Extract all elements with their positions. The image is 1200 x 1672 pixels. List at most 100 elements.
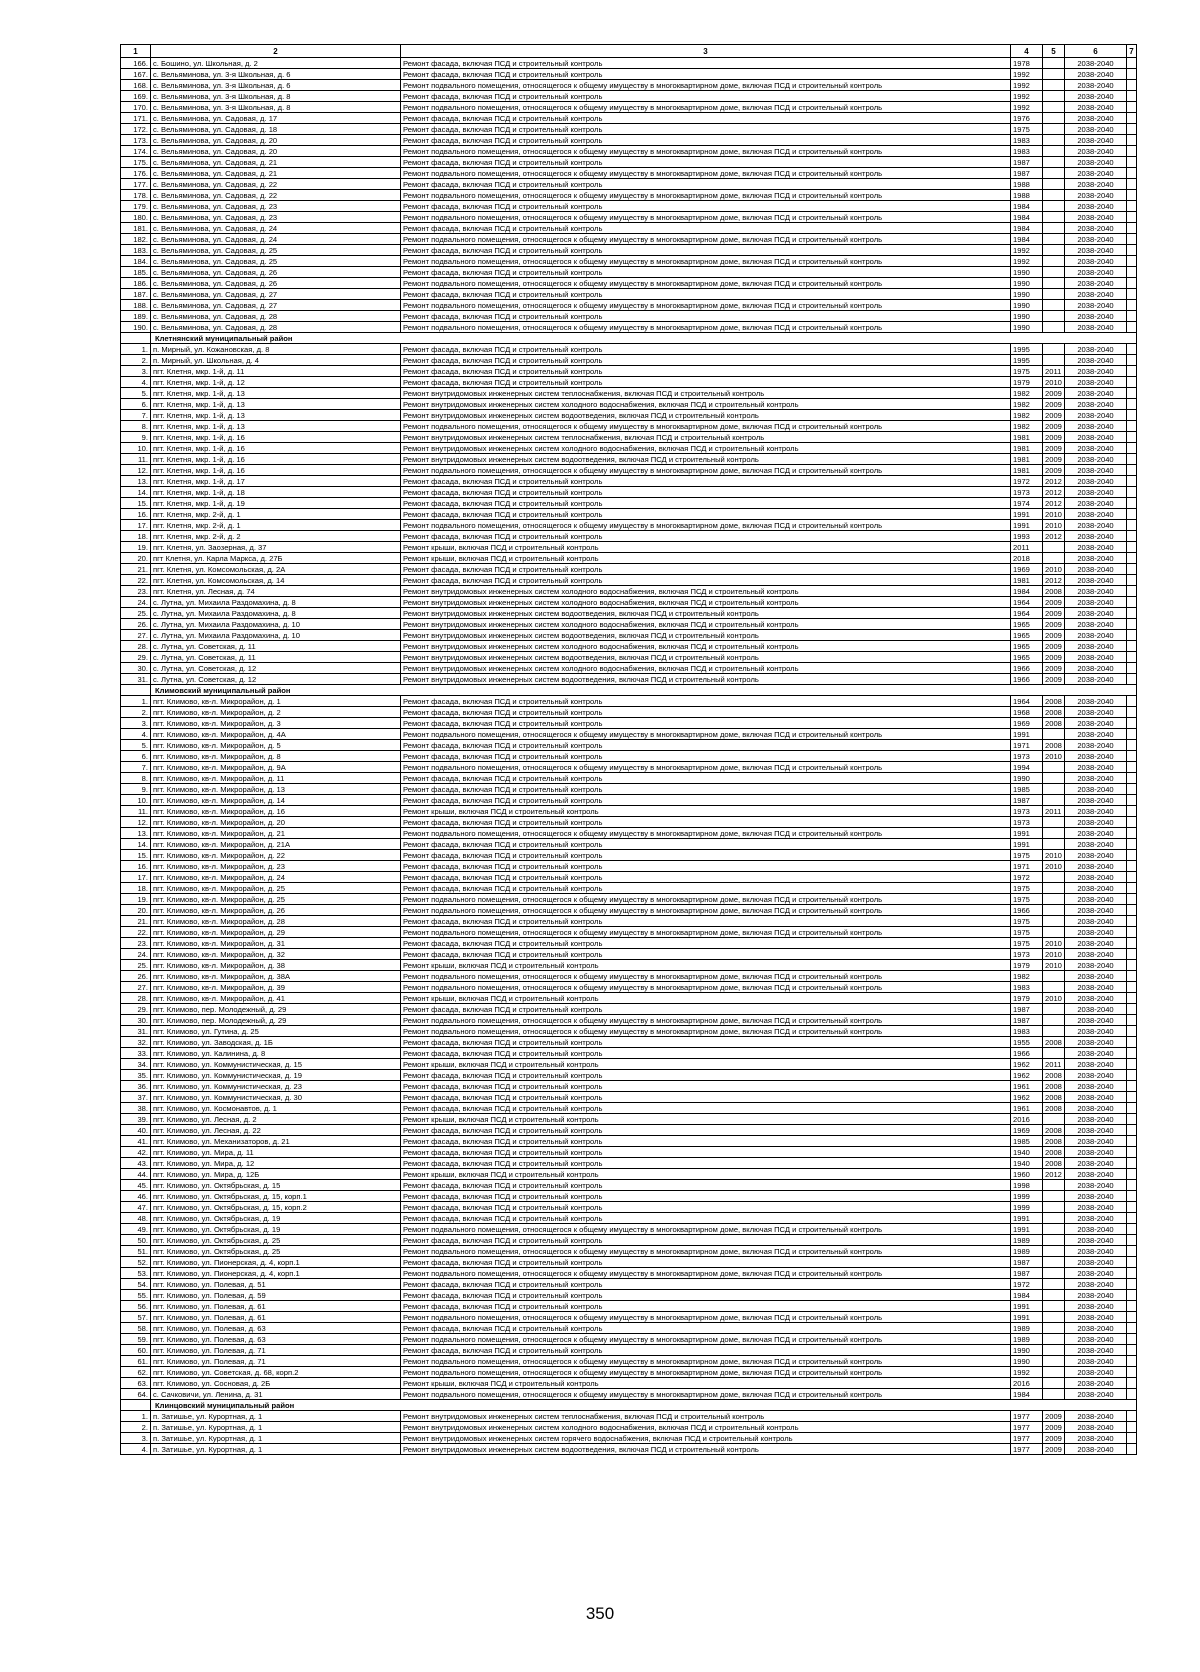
empty-cell	[1126, 1168, 1137, 1180]
last-repair-year-cell: 2008	[1042, 739, 1065, 751]
empty-cell	[1126, 717, 1137, 729]
build-year-cell: 1984	[1010, 222, 1043, 234]
last-repair-year-cell: 2009	[1042, 607, 1065, 619]
build-year-cell: 1983	[1010, 134, 1043, 146]
address-cell: с. Вельяминова, ул. Садовая, д. 25	[150, 255, 401, 267]
address-cell: пгт. Климово, кв-л. Микрорайон, д. 4А	[150, 728, 401, 740]
header-cell: 3	[400, 44, 1011, 58]
build-year-cell: 1969	[1010, 563, 1043, 575]
row-number: 178.	[120, 189, 151, 201]
work-type-cell: Ремонт крыши, включая ПСД и строительный…	[400, 541, 1011, 553]
planned-period-cell: 2038-2040	[1064, 574, 1127, 586]
row-number: 11.	[120, 805, 151, 817]
address-cell: пгт. Климово, кв-л. Микрорайон, д. 24	[150, 871, 401, 883]
work-type-cell: Ремонт внутридомовых инженерных систем х…	[400, 1421, 1011, 1433]
build-year-cell: 1991	[1010, 838, 1043, 850]
empty-cell	[1126, 299, 1137, 311]
address-cell: пгт. Климово, кв-л. Микрорайон, д. 26	[150, 904, 401, 916]
table-row: 22.пгт. Клетня, ул. Комсомольская, д. 14…	[120, 574, 1137, 586]
work-type-cell: Ремонт подвального помещения, относящего…	[400, 145, 1011, 157]
empty-cell	[1126, 552, 1137, 564]
address-cell: пгт. Климово, ул. Октябрьская, д. 25	[150, 1245, 401, 1257]
row-number: 37.	[120, 1091, 151, 1103]
row-number: 32.	[120, 1036, 151, 1048]
empty-cell	[1126, 695, 1137, 707]
last-repair-year-cell: 2009	[1042, 1421, 1065, 1433]
last-repair-year-cell: 2009	[1042, 651, 1065, 663]
last-repair-year-cell	[1042, 1245, 1065, 1257]
planned-period-cell: 2038-2040	[1064, 1157, 1127, 1169]
empty-cell	[1126, 728, 1137, 740]
work-type-cell: Ремонт фасада, включая ПСД и строительны…	[400, 574, 1011, 586]
planned-period-cell: 2038-2040	[1064, 508, 1127, 520]
row-number: 24.	[120, 596, 151, 608]
planned-period-cell: 2038-2040	[1064, 728, 1127, 740]
last-repair-year-cell: 2009	[1042, 618, 1065, 630]
last-repair-year-cell	[1042, 255, 1065, 267]
planned-period-cell: 2038-2040	[1064, 915, 1127, 927]
address-cell: пгт. Климово, ул. Октябрьская, д. 15, ко…	[150, 1190, 401, 1202]
last-repair-year-cell	[1042, 882, 1065, 894]
empty-cell	[1126, 706, 1137, 718]
work-type-cell: Ремонт подвального помещения, относящего…	[400, 970, 1011, 982]
last-repair-year-cell	[1042, 838, 1065, 850]
empty-cell	[1126, 1333, 1137, 1345]
planned-period-cell: 2038-2040	[1064, 233, 1127, 245]
empty-cell	[1126, 640, 1137, 652]
address-cell: пгт. Климово, кв-л. Микрорайон, д. 25	[150, 893, 401, 905]
planned-period-cell: 2038-2040	[1064, 1113, 1127, 1125]
build-year-cell: 1955	[1010, 1036, 1043, 1048]
last-repair-year-cell	[1042, 1355, 1065, 1367]
row-number: 173.	[120, 134, 151, 146]
row-number: 58.	[120, 1322, 151, 1334]
address-cell: пгт. Климово, кв-л. Микрорайон, д. 39	[150, 981, 401, 993]
address-cell: пгт. Климово, ул. Коммунистическая, д. 1…	[150, 1058, 401, 1070]
table-row: 26.с. Лутна, ул. Михаила Раздомахина, д.…	[120, 618, 1137, 630]
empty-cell	[1126, 1432, 1137, 1444]
empty-cell	[1126, 860, 1137, 872]
table-row: 25.с. Лутна, ул. Михаила Раздомахина, д.…	[120, 607, 1137, 619]
build-year-cell: 1982	[1010, 387, 1043, 399]
empty-cell	[1126, 530, 1137, 542]
planned-period-cell: 2038-2040	[1064, 222, 1127, 234]
work-type-cell: Ремонт фасада, включая ПСД и строительны…	[400, 695, 1011, 707]
work-type-cell: Ремонт крыши, включая ПСД и строительный…	[400, 1058, 1011, 1070]
table-row: 167.с. Вельяминова, ул. 3-я Школьная, д.…	[120, 68, 1137, 80]
work-type-cell: Ремонт фасада, включая ПСД и строительны…	[400, 1102, 1011, 1114]
address-cell: пгт. Климово, кв-л. Микрорайон, д. 22	[150, 849, 401, 861]
build-year-cell: 1992	[1010, 255, 1043, 267]
last-repair-year-cell: 2008	[1042, 1080, 1065, 1092]
empty-cell	[1126, 1157, 1137, 1169]
last-repair-year-cell	[1042, 827, 1065, 839]
last-repair-year-cell	[1042, 156, 1065, 168]
planned-period-cell: 2038-2040	[1064, 420, 1127, 432]
planned-period-cell: 2038-2040	[1064, 431, 1127, 443]
work-type-cell: Ремонт подвального помещения, относящего…	[400, 1333, 1011, 1345]
last-repair-year-cell: 2009	[1042, 1432, 1065, 1444]
row-number: 64.	[120, 1388, 151, 1400]
empty-cell	[1126, 57, 1137, 69]
empty-cell	[1126, 1410, 1137, 1422]
last-repair-year-cell: 2009	[1042, 596, 1065, 608]
row-number: 30.	[120, 662, 151, 674]
last-repair-year-cell: 2008	[1042, 1102, 1065, 1114]
build-year-cell: 1975	[1010, 926, 1043, 938]
row-number: 36.	[120, 1080, 151, 1092]
planned-period-cell: 2038-2040	[1064, 1190, 1127, 1202]
empty-cell	[1126, 1003, 1137, 1015]
planned-period-cell: 2038-2040	[1064, 266, 1127, 278]
last-repair-year-cell	[1042, 68, 1065, 80]
planned-period-cell: 2038-2040	[1064, 57, 1127, 69]
planned-period-cell: 2038-2040	[1064, 882, 1127, 894]
build-year-cell: 1991	[1010, 1300, 1043, 1312]
